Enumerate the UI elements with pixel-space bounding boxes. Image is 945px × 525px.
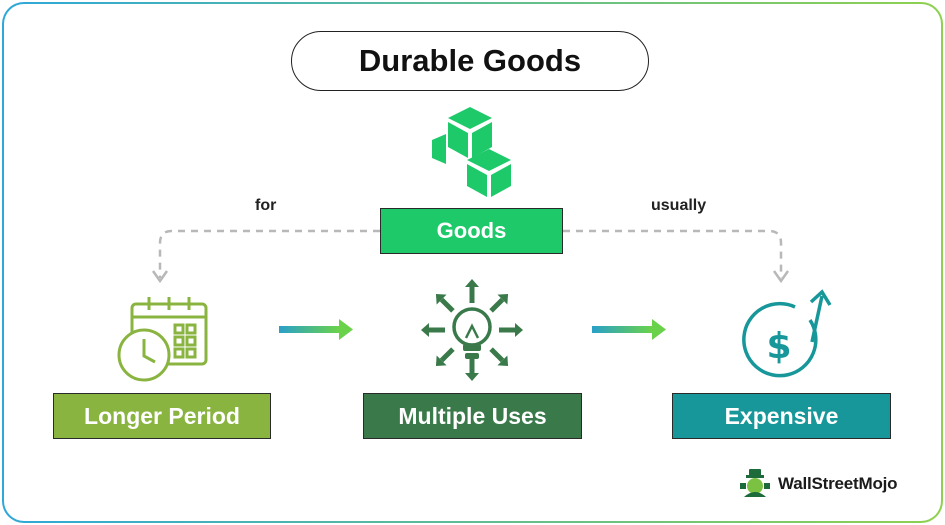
bulb-ray-arrowhead (435, 355, 447, 367)
brand-logo: WallStreetMojo (738, 466, 898, 502)
multiple-uses-box: Multiple Uses (363, 393, 582, 439)
lightbulb-arrows-icon (421, 279, 523, 381)
bulb-ray-arrowhead (497, 355, 509, 367)
bulb-ray (489, 297, 505, 313)
bulb-ray-arrowhead (421, 323, 429, 337)
goods-box: Goods (380, 208, 563, 254)
boxes-icon (432, 107, 511, 197)
bulb-ray (439, 347, 455, 363)
calendar-clock-icon (117, 297, 208, 382)
brand-name: WallStreetMojo (778, 474, 898, 493)
flow-arrow-1 (279, 319, 353, 340)
bulb-ray-arrowhead (515, 323, 523, 337)
bulb-ray-arrowhead (497, 293, 509, 305)
bulb-ray (489, 347, 505, 363)
longer-period-box: Longer Period (53, 393, 271, 439)
bulb-ray (439, 297, 455, 313)
dollar-symbol: $ (766, 326, 791, 367)
connector-usually (563, 229, 783, 278)
bulb-ray-arrowhead (465, 279, 479, 287)
edge-label-usually: usually (651, 197, 707, 214)
bulb-ray-arrowhead (435, 293, 447, 305)
page-title: Durable Goods (291, 31, 649, 91)
connector-for (158, 229, 380, 278)
expensive-box: Expensive (672, 393, 891, 439)
wallstreetmojo-logo-icon (740, 469, 770, 497)
flow-arrow-2 (592, 319, 666, 340)
dollar-up-arrow-icon: $ (742, 289, 832, 378)
connector-for-arrowhead (151, 270, 169, 284)
connector-usually-arrowhead (772, 270, 790, 284)
edge-label-for: for (255, 197, 277, 214)
bulb-ray-arrowhead (465, 373, 479, 381)
